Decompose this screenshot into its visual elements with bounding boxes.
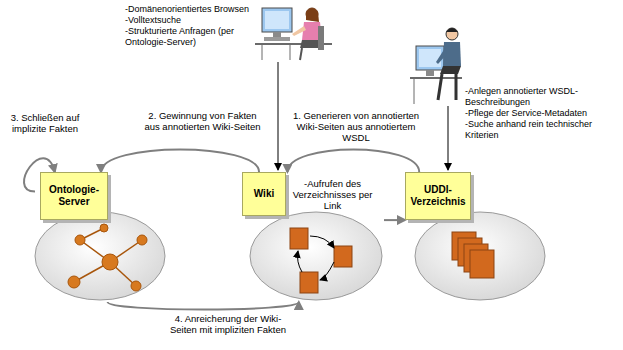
edge-label: -Aufrufen des Verzeichnisses per Link: [290, 178, 375, 211]
node-title: UDDI-Verzeichnis: [410, 184, 466, 208]
flow-arrow: [384, 219, 405, 221]
node-group: UDDI-Verzeichnis: [405, 172, 547, 302]
node-title: Ontologie-Server: [45, 184, 103, 208]
flow-arrow: [101, 150, 259, 173]
flow-arrow: [108, 302, 299, 310]
edge-label: 3. Schließen auf implizite Fakten: [4, 112, 86, 134]
node-group: Ontologie-Server: [35, 172, 167, 302]
node-label-box: Ontologie-Server: [40, 172, 108, 220]
note-list: -Domänenorientiertes Browsen-Volltextsuc…: [125, 4, 261, 48]
note-text: -Volltextsuche: [125, 15, 261, 26]
node-label-box: Wiki: [242, 172, 286, 216]
edge-label: 4. Anreicherung der Wiki-Seiten mit impl…: [163, 313, 293, 335]
note-text: -Anlegen annotierter WSDL-Beschreibungen: [465, 86, 618, 108]
note-text: -Suche anhand rein technischer Kriterien: [465, 119, 618, 141]
node-title: Wiki: [254, 188, 274, 200]
flow-arrow: [287, 150, 419, 173]
note-text: -Strukturierte Anfragen (per Ontologie-S…: [125, 26, 261, 48]
node-label-box: UDDI-Verzeichnis: [405, 172, 471, 220]
note-text: -Domänenorientiertes Browsen: [125, 4, 261, 15]
note-text: -Pflege der Service-Metadaten: [465, 108, 618, 119]
edge-label: 2. Gewinnung von Fakten aus annotierten …: [140, 110, 265, 132]
edge-label: 1. Generieren von annotierten Wiki-Seite…: [292, 110, 420, 143]
note-list: -Anlegen annotierter WSDL-Beschreibungen…: [465, 86, 618, 141]
